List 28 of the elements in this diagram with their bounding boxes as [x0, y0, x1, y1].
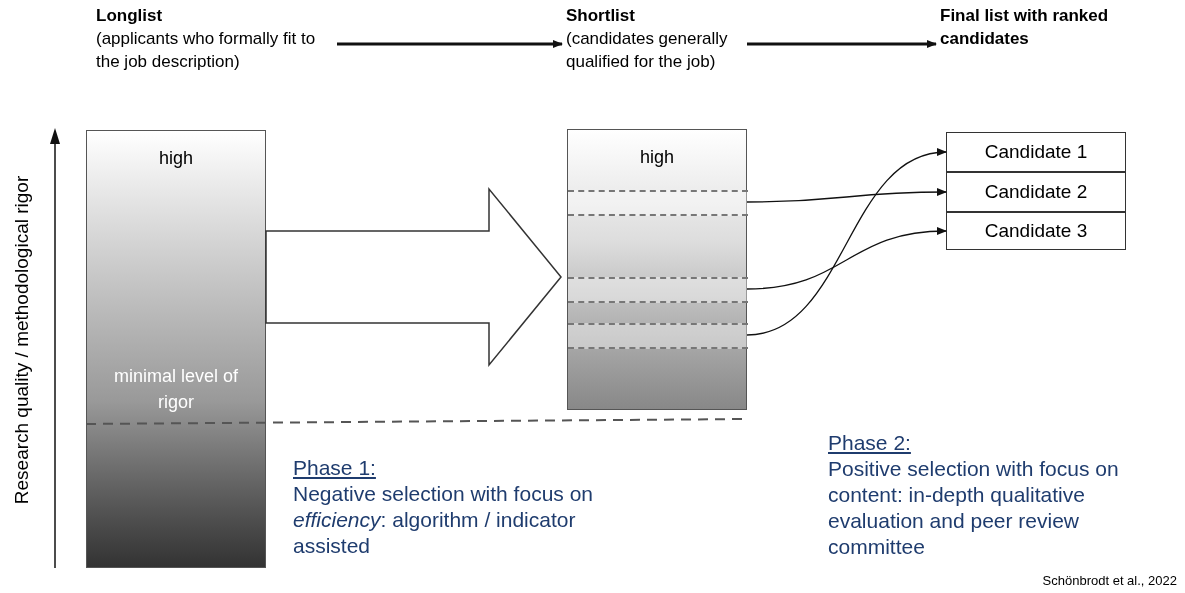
phase-heading: Phase 2:: [828, 430, 911, 456]
bar-label: minimal level of rigor: [112, 365, 239, 414]
arrow: [746, 188, 947, 203]
citation: Schönbrodt et al., 2022: [1042, 572, 1177, 590]
candidate-box: Candidate 1: [946, 132, 1126, 172]
candidate-box: Candidate 3: [946, 212, 1126, 250]
shortlist-bar: [567, 129, 747, 410]
bar-label: high: [640, 146, 674, 169]
stage-description: (applicants who formally fit to the job description): [96, 28, 317, 73]
stage-title: Shortlist: [566, 5, 635, 27]
candidate-box: Candidate 2: [946, 172, 1126, 212]
block-arrow: [265, 186, 562, 368]
dashed-band: [568, 277, 748, 303]
axis-label: Research quality / methodological rigor: [9, 175, 33, 505]
stage-title: Longlist: [96, 5, 163, 27]
phase-heading: Phase 1:: [293, 455, 376, 481]
dashed-band: [568, 323, 748, 349]
arrow: [746, 149, 947, 336]
arrow: [337, 40, 563, 48]
bar-label: high: [159, 147, 193, 170]
arrow: [746, 227, 947, 290]
stage-title: Final list with ranked candidates: [940, 5, 1110, 50]
phase-description: Positive selection with focus on content: in-depth qualitative evaluation and peer review committee: [828, 456, 1120, 560]
arrow: [747, 40, 937, 48]
stage-description: (candidates generally qualified for the job): [566, 28, 729, 73]
longlist-bar: [86, 130, 266, 568]
phase-description: Negative selection with focus on efficiency: algorithm / indicator assisted: [293, 481, 594, 559]
dashed-band: [568, 190, 748, 216]
